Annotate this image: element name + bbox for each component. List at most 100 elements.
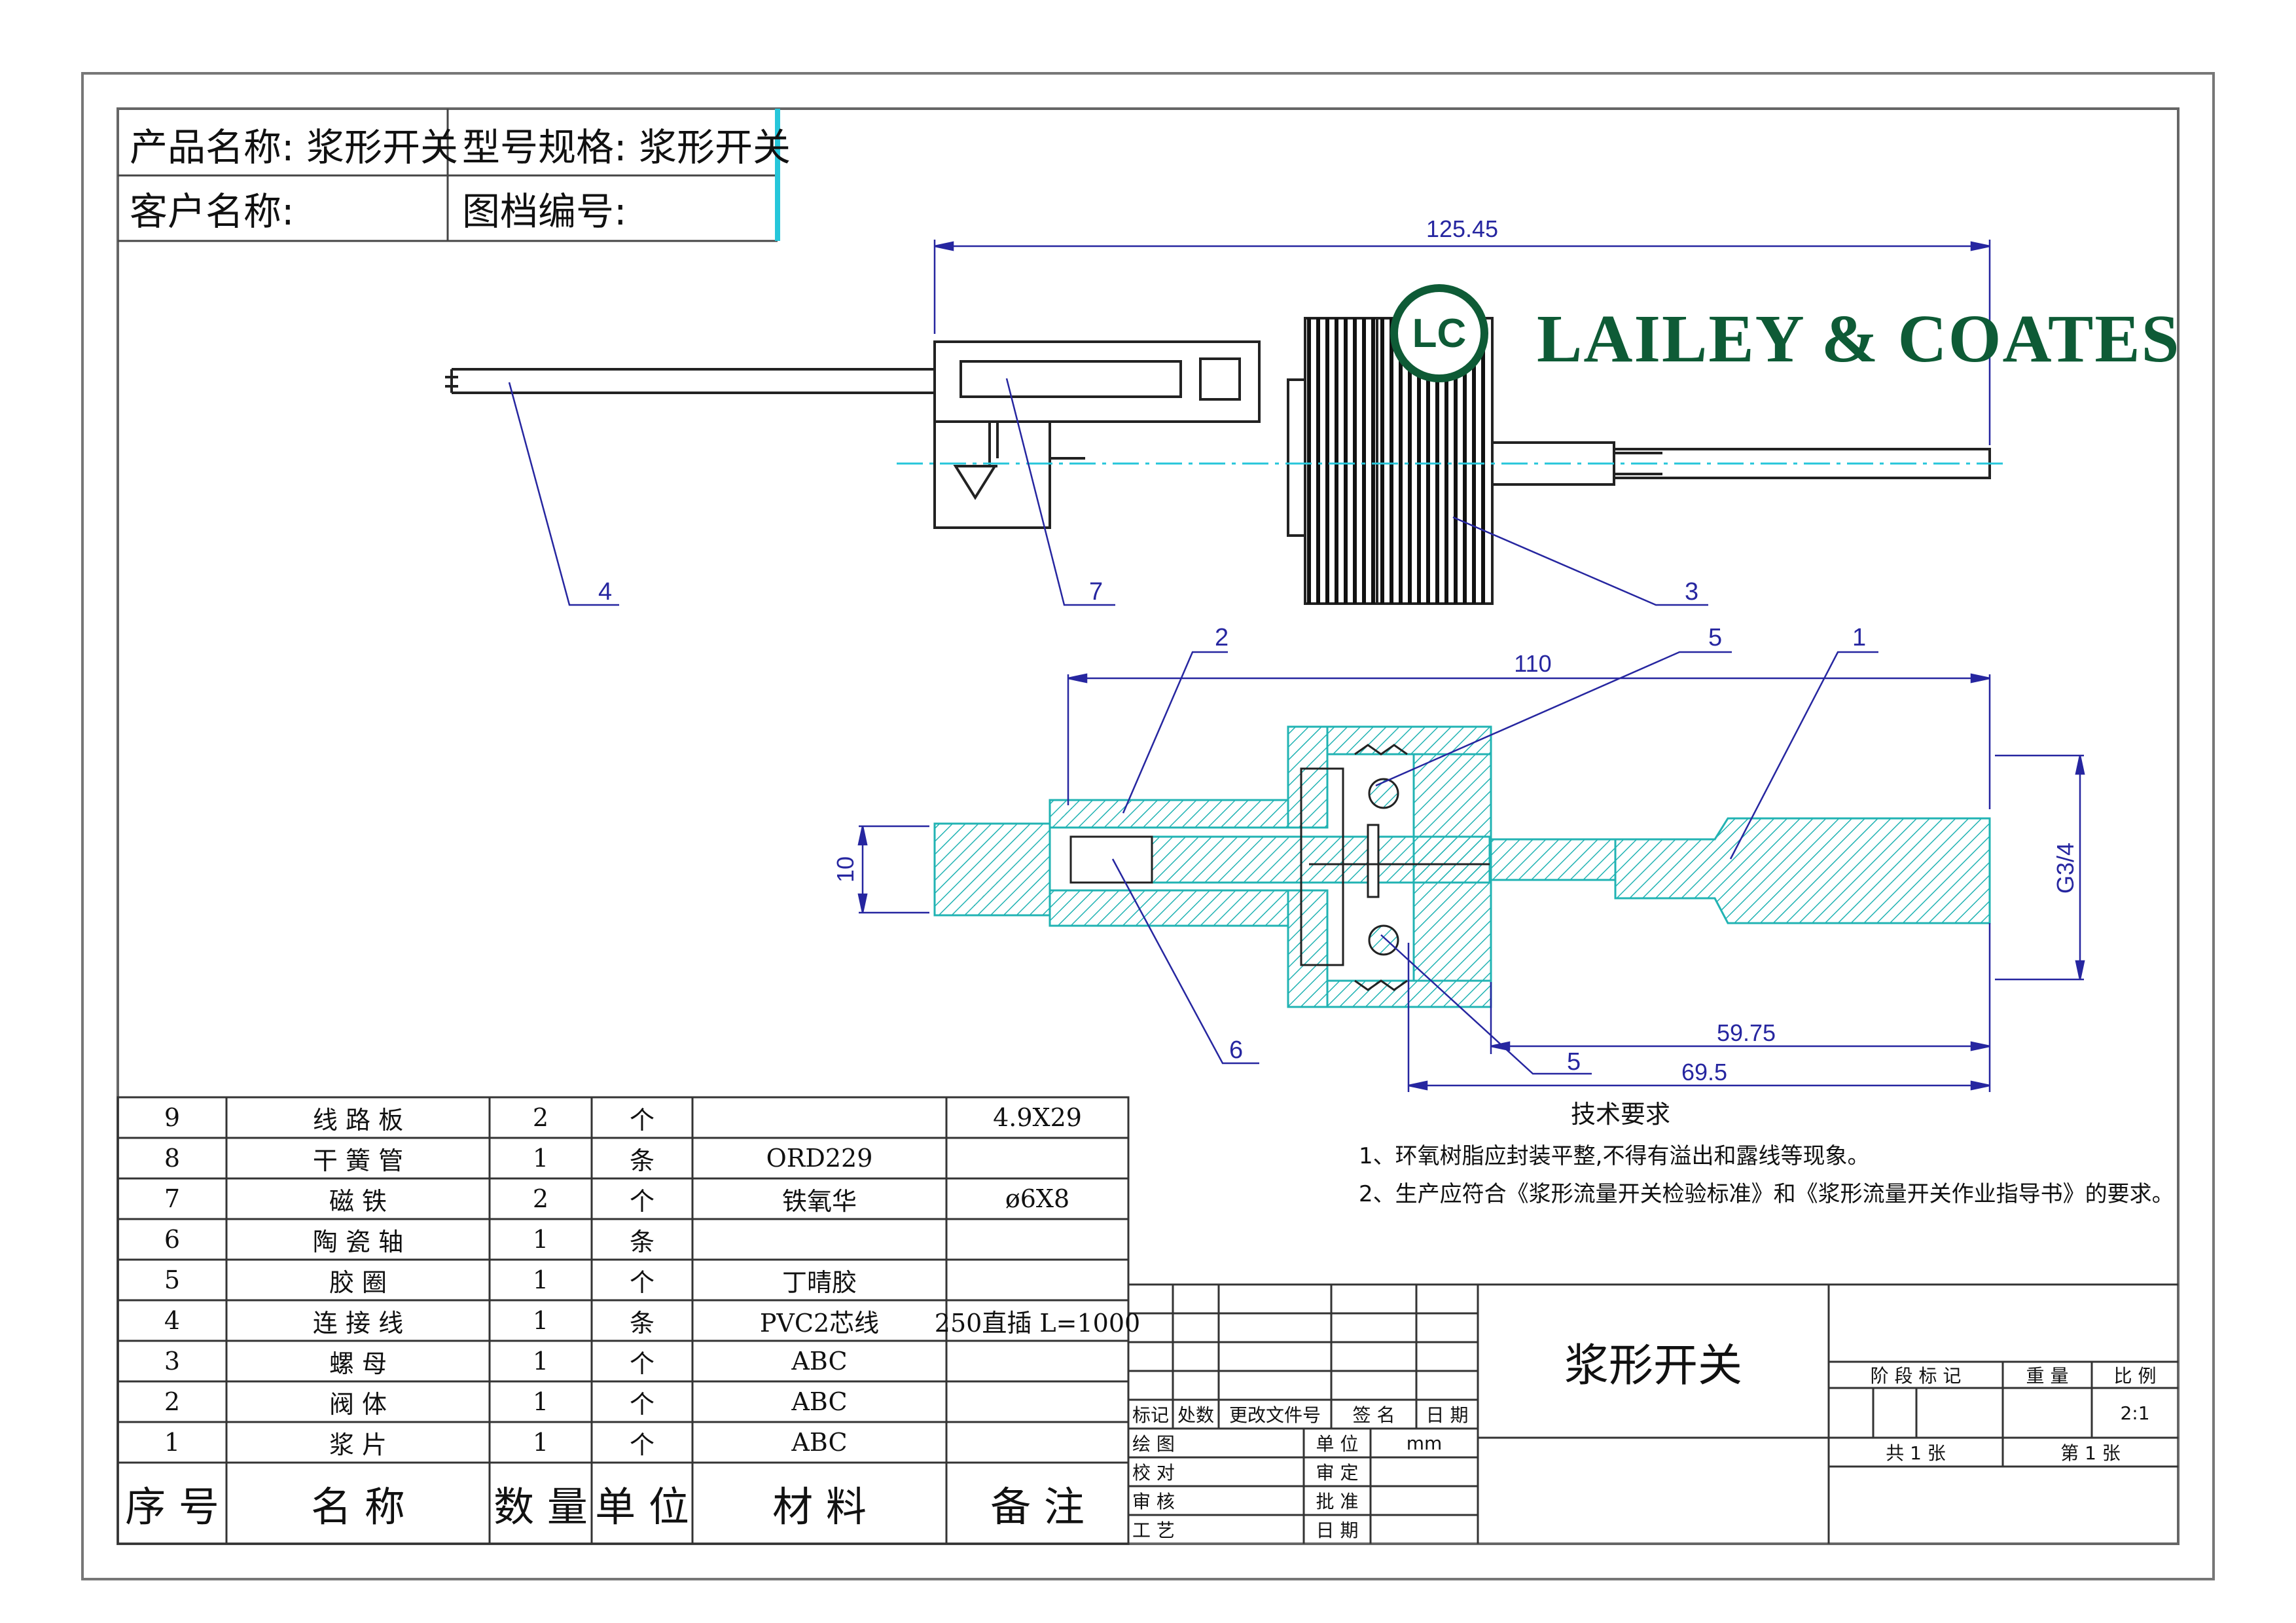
- company-logo: LC LAILEY & COATES: [1390, 282, 2296, 399]
- bom-cell-remark: [946, 1260, 1128, 1300]
- oring-circles: [1368, 778, 1399, 956]
- bom-cell-unit: 个: [629, 1389, 655, 1419]
- dim-thread: G3/4: [2052, 843, 2079, 894]
- product-name: 产品名称: 浆形开关: [130, 125, 458, 170]
- bom-cell-remark: [946, 1138, 1128, 1178]
- tech-req-item-2: 2、生产应符合《浆形流量开关检验标准》和《浆形流量开关作业指导书》的要求。: [1359, 1180, 2174, 1207]
- drawing-title: 浆形开关: [1564, 1340, 1742, 1392]
- sign-row-right: 单 位: [1316, 1433, 1359, 1455]
- bom-cell-name: 连 接 线: [312, 1308, 404, 1338]
- bom-cell-material: [692, 1097, 946, 1138]
- bom-cell-qty: 2: [532, 1103, 549, 1132]
- bom-cell-name: 螺 母: [329, 1349, 387, 1378]
- bom-cell-unit: 个: [629, 1430, 655, 1459]
- bom-cell-unit: 条: [629, 1146, 655, 1175]
- outer-border: [81, 72, 2215, 1580]
- bom-cell-no: 6: [164, 1225, 181, 1254]
- sign-row-left: 绘 图: [1132, 1433, 1175, 1455]
- bom-cell-unit: 个: [629, 1267, 655, 1297]
- customer-name: 客户名称:: [130, 189, 295, 234]
- scale-label: 比 例: [2113, 1365, 2157, 1387]
- section-outline: [1069, 744, 1490, 991]
- sign-row-value: mm: [1406, 1432, 1443, 1454]
- dim-overall: [933, 240, 1991, 445]
- callout-2: 2: [1215, 624, 1229, 651]
- bom-header-material: 材 料: [772, 1483, 867, 1531]
- tech-req-title: 技术要求: [1571, 1099, 1671, 1129]
- section-dims: [857, 673, 2085, 1092]
- bom-cell-unit: 个: [629, 1105, 655, 1135]
- bom-cell-qty: 1: [532, 1225, 549, 1254]
- nut-knurling: [1307, 318, 1485, 604]
- top-leaders: [508, 378, 1708, 606]
- bom-cell-no: 3: [164, 1347, 181, 1376]
- sign-row-right: 日 期: [1316, 1520, 1359, 1541]
- bom-cell-qty: 1: [532, 1428, 549, 1457]
- bom-cell-remark: 250直插 L=1000: [934, 1308, 1141, 1338]
- sign-row-value: [1371, 1486, 1478, 1515]
- bom-cell-name: 阀 体: [329, 1389, 387, 1419]
- callout-5-top: 5: [1708, 624, 1722, 651]
- weight-label: 重 量: [2026, 1365, 2069, 1387]
- callout-4: 4: [598, 578, 612, 606]
- callout-3: 3: [1685, 578, 1698, 606]
- bom-cell-qty: 2: [532, 1184, 549, 1213]
- bom-cell-name: 陶 瓷 轴: [312, 1227, 404, 1256]
- bom-cell-name: 胶 圈: [329, 1267, 387, 1297]
- bom-header-name: 名 称: [311, 1483, 405, 1531]
- bom-cell-no: 7: [164, 1184, 181, 1213]
- rev-date-label: 日 期: [1426, 1404, 1469, 1426]
- header-grid: [118, 109, 780, 242]
- bom-cell-material: PVC2芯线: [759, 1308, 880, 1338]
- sign-row-value: [1371, 1457, 1478, 1486]
- bom-cell-remark: [946, 1422, 1128, 1463]
- sign-row-left: 工 艺: [1132, 1520, 1175, 1541]
- bom-cell-material: ABC: [791, 1347, 848, 1376]
- bom-cell-remark: ø6X8: [1005, 1184, 1070, 1213]
- bom-cell-unit: 个: [629, 1349, 655, 1378]
- title-block-grid: [1127, 1283, 2178, 1544]
- sign-row-value: [1371, 1515, 1478, 1544]
- bom-cell-no: 2: [164, 1387, 181, 1416]
- bom-cell-qty: 1: [532, 1387, 549, 1416]
- dim-shaft-dia: 10: [832, 856, 859, 883]
- sheet-number: 第 1 张: [2060, 1442, 2121, 1464]
- dim-thread-to-end: 69.5: [1681, 1059, 1727, 1085]
- bom-cell-material: 丁晴胶: [781, 1267, 857, 1297]
- rev-count-label: 处数: [1177, 1404, 1214, 1426]
- callout-1: 1: [1852, 624, 1866, 651]
- inner-border: [117, 107, 2179, 1545]
- bom-cell-qty: 1: [532, 1144, 549, 1173]
- callout-7: 7: [1089, 578, 1103, 606]
- bom-cell-no: 1: [164, 1428, 181, 1457]
- callout-6: 6: [1229, 1036, 1243, 1064]
- bom-cell-no: 4: [164, 1306, 181, 1335]
- model-spec: 型号规格: 浆形开关: [462, 125, 791, 170]
- bom-cell-qty: 1: [532, 1347, 549, 1376]
- scale-value: 2:1: [2120, 1402, 2150, 1424]
- dim-paddle-length: 59.75: [1717, 1019, 1776, 1046]
- bom-cell-remark: [946, 1341, 1128, 1381]
- top-view: [445, 317, 1991, 605]
- callout-5-bottom: 5: [1567, 1048, 1581, 1076]
- bom-header-no: 序 号: [125, 1483, 219, 1531]
- sign-row-right: 批 准: [1316, 1491, 1359, 1512]
- sign-row-left: 审 核: [1132, 1491, 1175, 1512]
- sign-row-right: 审 定: [1316, 1462, 1359, 1484]
- bom-cell-qty: 1: [532, 1266, 549, 1294]
- drawing-number: 图档编号:: [462, 189, 627, 234]
- bom-cell-name: 浆 片: [329, 1430, 387, 1459]
- logo-mark-icon: LC: [1390, 284, 1488, 382]
- dim-body-length: 110: [1514, 650, 1551, 677]
- bom-cell-remark: [946, 1381, 1128, 1422]
- bom-cell-unit: 条: [629, 1227, 655, 1256]
- bom-cell-material: ABC: [791, 1428, 848, 1457]
- bom-header-remark: 备 注: [990, 1483, 1085, 1531]
- bom-cell-material: 铁氧华: [781, 1186, 857, 1216]
- bom-header-unit: 单 位: [595, 1483, 689, 1531]
- bom-cell-no: 9: [164, 1103, 181, 1132]
- bom-cell-no: 8: [164, 1144, 181, 1173]
- bom-cell-name: 线 路 板: [312, 1105, 404, 1135]
- bom-cell-name: 磁 铁: [329, 1186, 387, 1216]
